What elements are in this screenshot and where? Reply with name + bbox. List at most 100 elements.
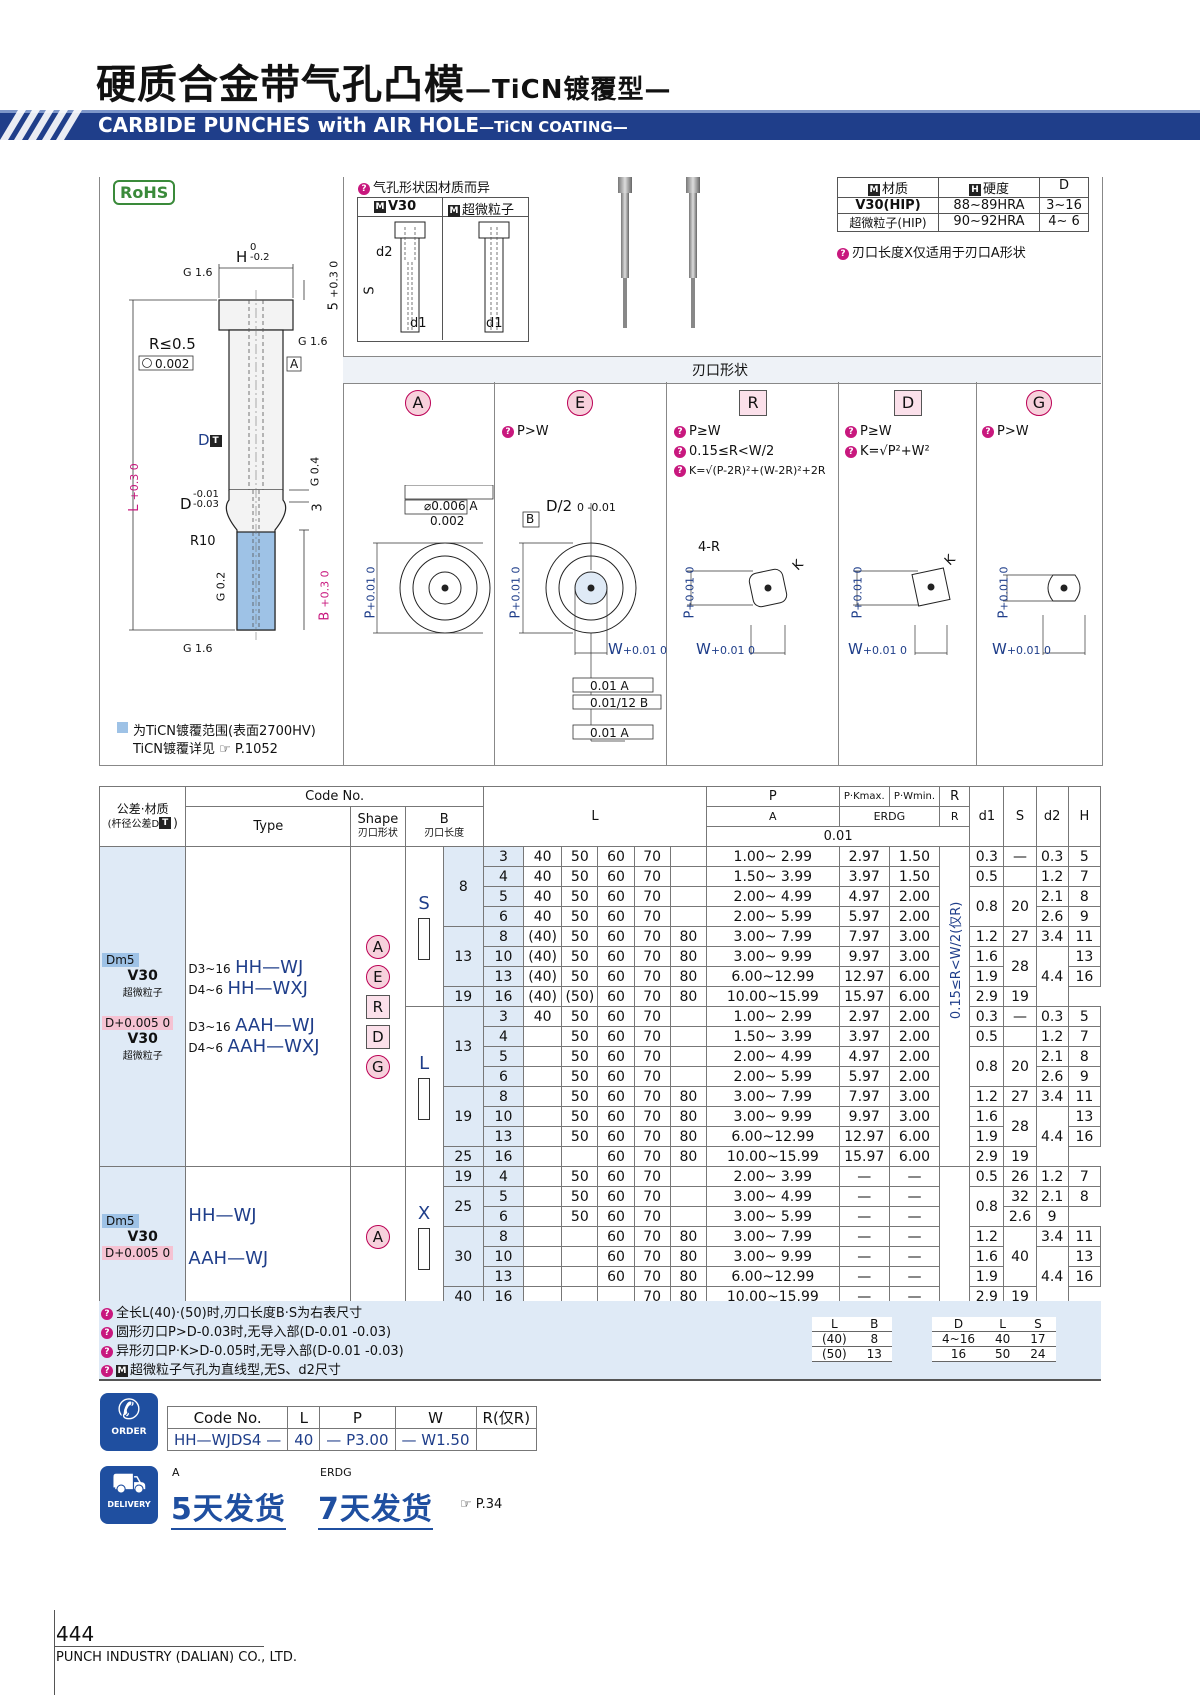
air-hole-head-rule (357, 216, 528, 217)
pointer-icon: ☞ (460, 1497, 472, 1512)
table-cell (523, 1186, 563, 1207)
table-cell (523, 1206, 563, 1227)
order-code: HH—WJDS4 — (166, 1428, 289, 1451)
table-cell: 3.00~ 9.99 (706, 1106, 840, 1127)
footer-rule (54, 1610, 55, 1695)
table-cell: 10.00~15.99 (706, 986, 840, 1007)
table-cell: 6.00~12.99 (706, 966, 840, 987)
table-cell: 30 (442, 1226, 484, 1287)
table-cell (1003, 866, 1037, 887)
roughness-g-shank: G 1.6 (298, 335, 328, 348)
table-cell: 16 (482, 986, 525, 1007)
table-cell: 10.00~15.99 (706, 1146, 840, 1167)
table-cell: 3.97 (838, 866, 890, 887)
note-3: ?异形刃口P·K>D-0.05时,无导入部(D-0.01 -0.03) (101, 1340, 404, 1359)
dim-r05: R≤0.5 (149, 335, 196, 353)
material-cell: 3~16 (1046, 198, 1082, 213)
table-cell: 0.3 (969, 846, 1005, 867)
dim-three: 3 (310, 503, 326, 512)
table-cell: — (838, 1246, 890, 1267)
table-cell: 70 (633, 1086, 671, 1107)
delivery-7day: 7天发货 (318, 1484, 433, 1530)
table-cell (561, 1266, 599, 1287)
table-cell: 4 (482, 866, 525, 887)
title-band (0, 110, 1200, 140)
table-cell: 10 (482, 946, 525, 967)
table-cell: 20 (1003, 886, 1037, 927)
table-cell: 5.97 (838, 906, 890, 927)
table-cell (669, 1166, 708, 1187)
blade-length-type-x: X (404, 1166, 444, 1307)
table-cell: 1.6 (969, 1106, 1005, 1127)
table-cell: 15.97 (838, 986, 890, 1007)
table-cell: 25 (442, 1186, 484, 1227)
table-cell (669, 1026, 708, 1047)
table-cell: 11 (1067, 926, 1102, 947)
truck-icon: ⛟ (111, 1466, 147, 1499)
table-cell: 2.00 (888, 886, 941, 907)
table-cell: 60 (597, 1146, 635, 1167)
table-cell: 40 (523, 906, 563, 927)
material-cell: 4~ 6 (1048, 214, 1080, 229)
table-cell: 50 (561, 1066, 599, 1087)
table-cell: 50 (561, 946, 599, 967)
table-cell: 80 (669, 1086, 708, 1107)
table-cell: 5 (482, 886, 525, 907)
blade-length-type-l: L (404, 1006, 444, 1167)
delivery-a-shape: A (172, 1466, 180, 1479)
table-cell: 60 (597, 1206, 635, 1227)
table-cell: 70 (633, 946, 671, 967)
blade-shape-d: D (894, 390, 922, 416)
table-cell: 3.4 (1035, 1086, 1069, 1107)
air-hole-d1-b: d1 (486, 316, 503, 331)
air-hole-d1-a: d1 (410, 316, 427, 331)
table-cell: 1.6 (969, 1246, 1005, 1267)
table-cell: — (1003, 1006, 1037, 1027)
table-cell: 70 (633, 1066, 671, 1087)
cond-d1: ?P≥W (845, 424, 892, 439)
table-cell: 3.00~ 9.99 (706, 946, 840, 967)
table-cell (939, 1166, 971, 1307)
roughness-g-tip: G 0.2 (214, 571, 228, 602)
table-cell: 3.00~ 7.99 (706, 1226, 840, 1247)
table-cell: 70 (633, 1206, 671, 1227)
table-cell: 19 (1003, 986, 1037, 1007)
blade-r-p: P+0.01 0 (682, 566, 698, 619)
table-cell: 2.9 (969, 1146, 1005, 1167)
table-cell: 1.2 (1035, 1026, 1069, 1047)
table-cell: 1.00~ 2.99 (706, 846, 840, 867)
table-cell: 50 (561, 1126, 599, 1147)
table-cell: 1.50 (888, 866, 941, 887)
table-cell: 8 (1067, 886, 1102, 907)
air-hole-d2: d2 (376, 245, 393, 260)
material-cell: V30(HIP) (838, 198, 939, 213)
table-cell: 70 (633, 986, 671, 1007)
delivery-ref-link[interactable]: P.34 (475, 1497, 503, 1512)
table-cell: 70 (633, 846, 671, 867)
coating-ref-link[interactable]: P.1052 (234, 742, 278, 757)
blade-r-w: W+0.01 0 (696, 640, 756, 658)
product-photo (618, 177, 700, 328)
table-cell: 13 (442, 926, 484, 987)
cond-d2: ?K=√P²+W² (845, 444, 930, 459)
dim-h-tol: 0-0.2 (250, 242, 270, 263)
table-cell: 60 (597, 1086, 635, 1107)
delivery-ref: ☞ P.34 (460, 1497, 502, 1512)
table-cell: 7 (1067, 866, 1102, 887)
table-cell: 1.2 (969, 1226, 1005, 1247)
table-cell: 11 (1067, 1086, 1102, 1107)
table-cell: 1.50 (888, 846, 941, 867)
wrench-icon: ✆ (117, 1393, 141, 1426)
material-cell: 88~89HRA (939, 198, 1040, 213)
table-cell: 10 (482, 1106, 525, 1127)
table-cell: 60 (597, 946, 635, 967)
table-cell: 70 (633, 1026, 671, 1047)
blade-d-w: W+0.01 0 (848, 640, 908, 658)
page-number: 444 (56, 1622, 95, 1646)
table-cell: 6 (482, 1206, 525, 1227)
